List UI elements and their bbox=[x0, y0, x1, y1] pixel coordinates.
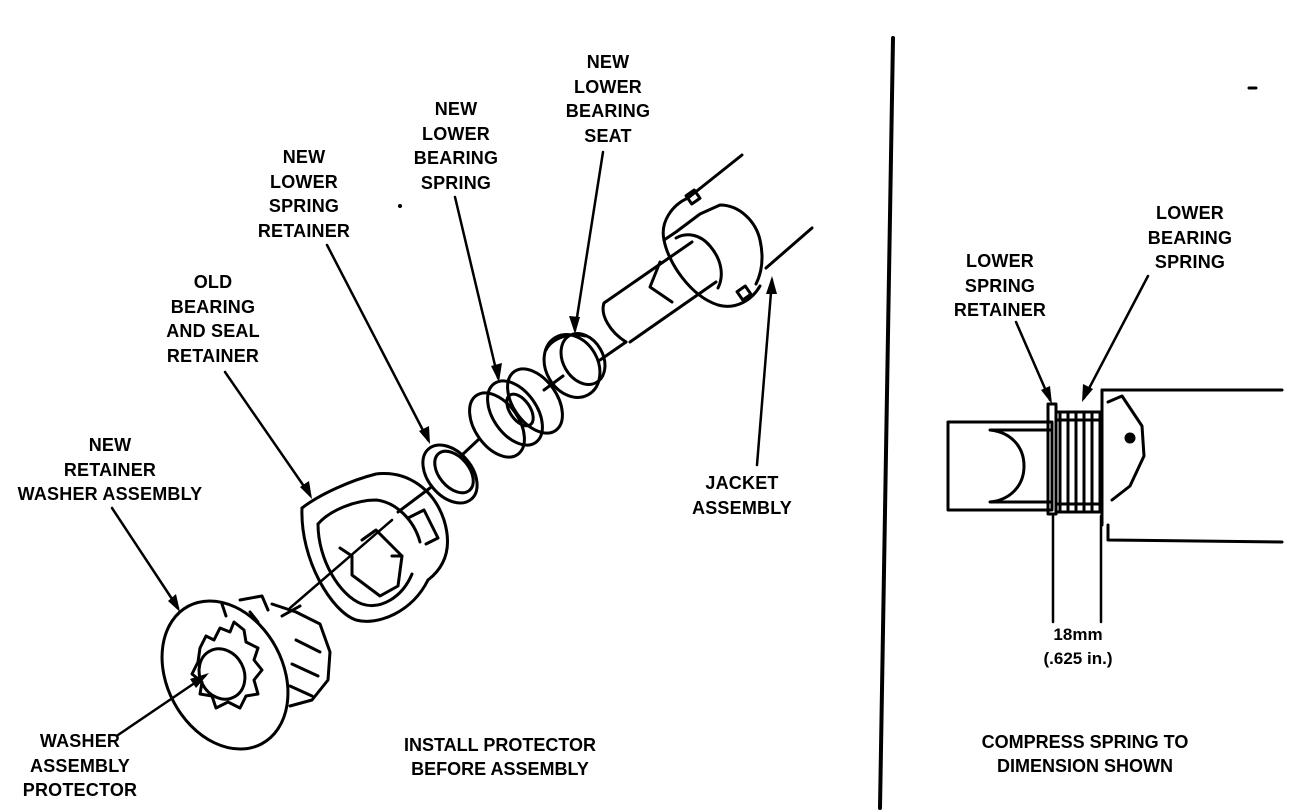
label-old-bearing-and-seal-retainer: OLD BEARING AND SEAL RETAINER bbox=[166, 272, 260, 366]
seal-retainer-part bbox=[300, 472, 449, 623]
caption-install-protector: INSTALL PROTECTOR BEFORE ASSEMBLY bbox=[403, 735, 596, 779]
label-lower-bearing-spring: LOWER BEARING SPRING bbox=[1147, 203, 1233, 272]
jacket-assembly-part bbox=[598, 153, 814, 362]
arrowheads-right bbox=[1041, 384, 1093, 404]
label-new-lower-bearing-seat: NEW LOWER BEARING SEAT bbox=[565, 52, 651, 146]
label-new-lower-bearing-spring: NEW LOWER BEARING SPRING bbox=[413, 99, 499, 193]
label-new-lower-spring-retainer: NEW LOWER SPRING RETAINER bbox=[257, 147, 351, 241]
bearing-seat-part bbox=[542, 332, 607, 399]
spring-retainer-part bbox=[396, 443, 479, 514]
label-jacket-assembly: JACKET ASSEMBLY bbox=[692, 473, 792, 518]
arrowheads-left bbox=[168, 276, 777, 688]
assembly-axis-line bbox=[288, 518, 394, 610]
panel-divider bbox=[878, 36, 895, 810]
label-new-retainer-washer-assembly: NEW RETAINER WASHER ASSEMBLY bbox=[17, 435, 203, 504]
compressed-assembly-part bbox=[946, 388, 1284, 624]
caption-compress-spring: COMPRESS SPRING TO DIMENSION SHOWN bbox=[981, 732, 1189, 776]
label-lower-spring-retainer: LOWER SPRING RETAINER bbox=[953, 251, 1047, 320]
label-washer-assembly-protector: WASHER ASSEMBLY PROTECTOR bbox=[22, 731, 138, 800]
stray-dot bbox=[398, 204, 402, 208]
dimension-metric: 18mm bbox=[1053, 625, 1103, 644]
leader-lines-left bbox=[110, 150, 774, 737]
leader-lines-right bbox=[1014, 274, 1150, 402]
dimension-imperial: (.625 in.) bbox=[1043, 649, 1113, 668]
bearing-spring-part bbox=[460, 367, 565, 459]
washer-assembly-part bbox=[160, 594, 332, 751]
